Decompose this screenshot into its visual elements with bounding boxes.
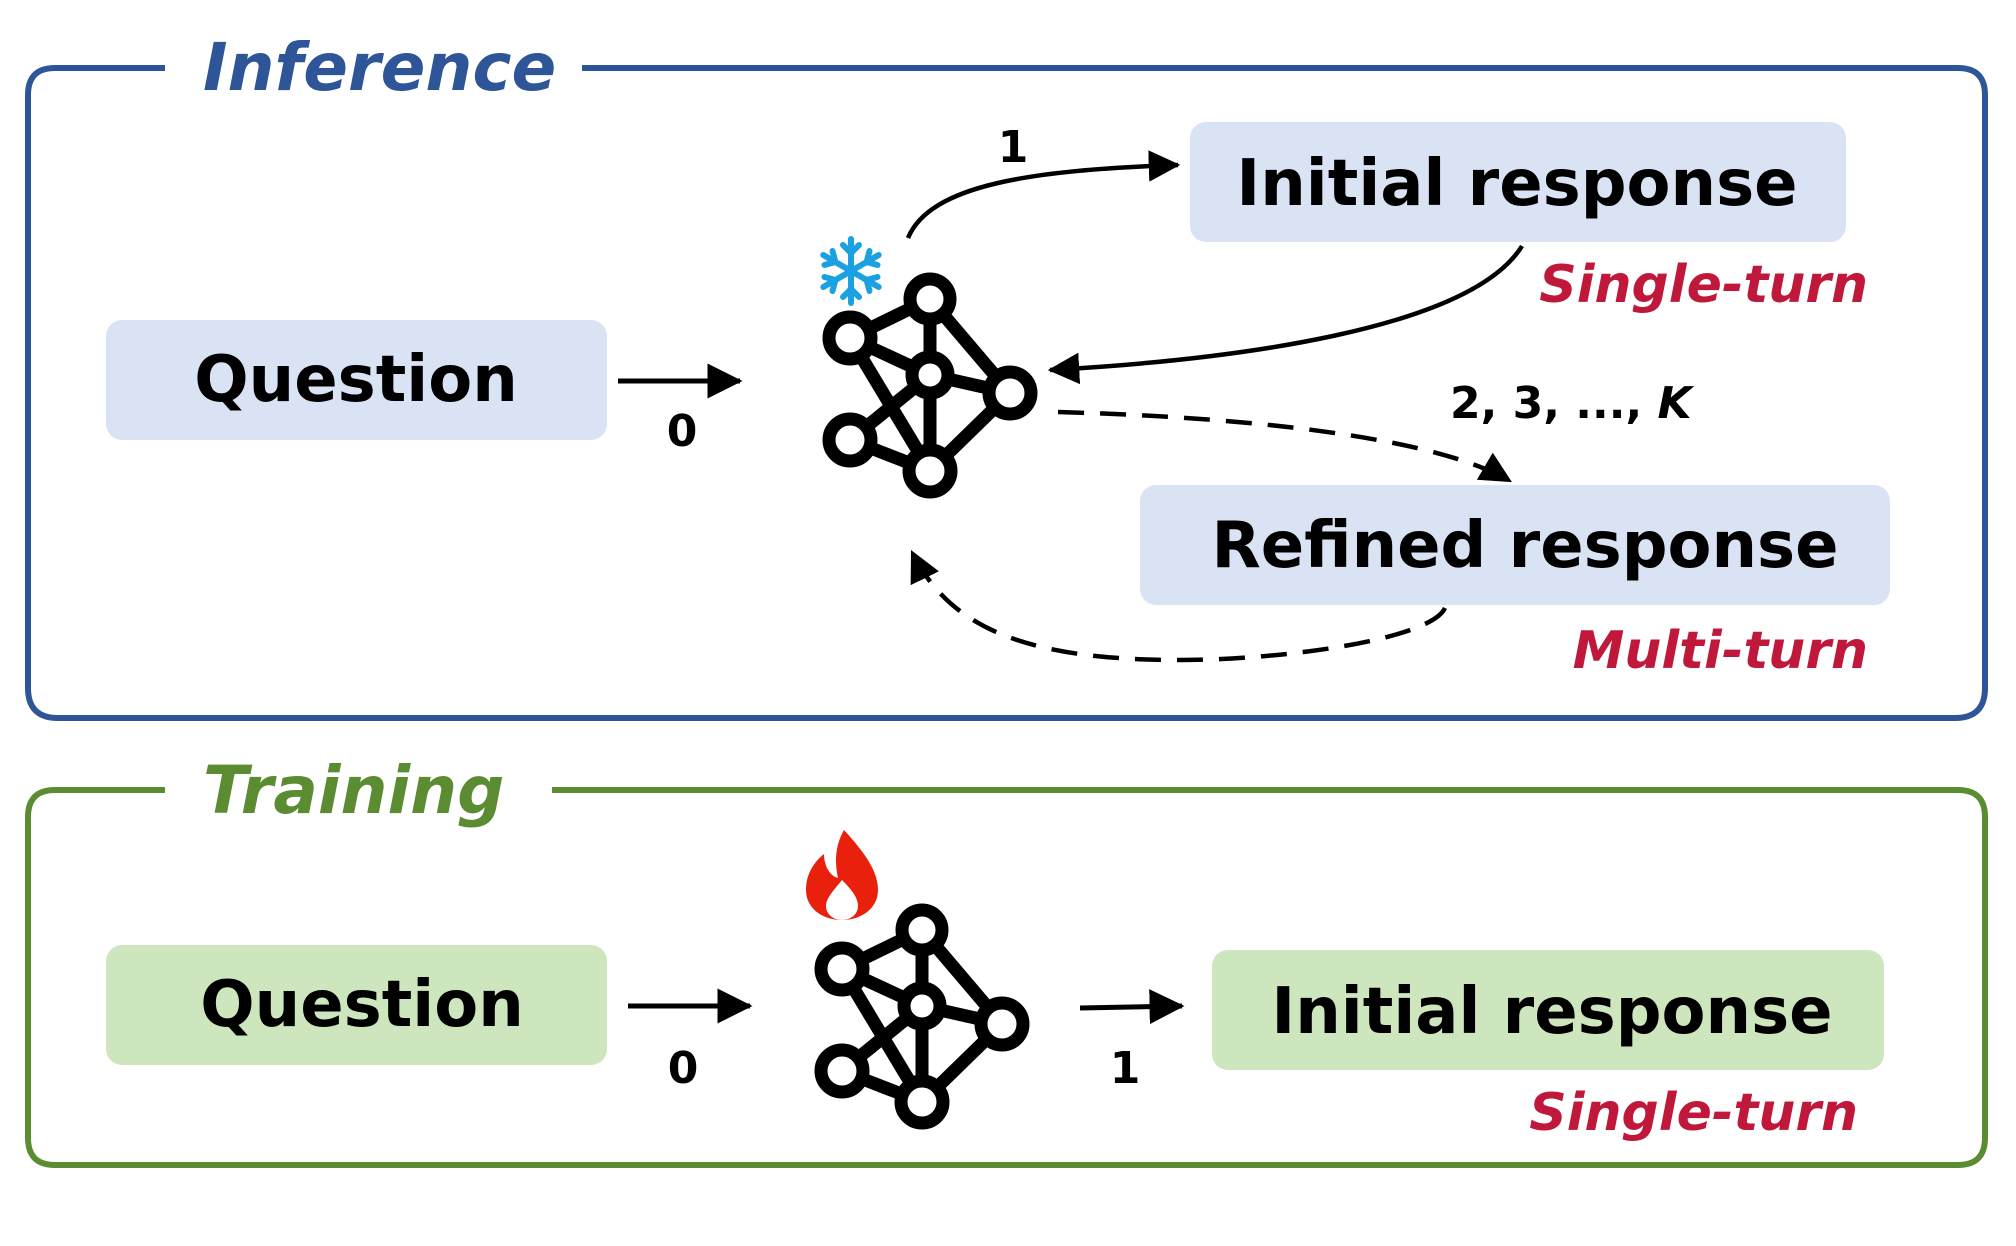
inference-initial-response-box: Initial response: [1190, 122, 1846, 242]
inference-step-0-label: 0: [667, 406, 698, 457]
training-step-1-label: 1: [1110, 1043, 1141, 1094]
fire-icon: [806, 830, 878, 920]
inference-initial-response-label: Initial response: [1236, 147, 1797, 221]
inference-feedback-arrow: [1047, 244, 1524, 385]
training-title: Training: [203, 752, 504, 829]
training-initial-response-label: Initial response: [1271, 975, 1832, 1049]
training-model-network-icon: [821, 910, 1023, 1123]
inference-step-1-label: 1: [998, 122, 1029, 173]
training-initial-response-box: Initial response: [1212, 950, 1884, 1070]
training-panel-border: [25, 787, 1988, 1168]
inference-title: Inference: [203, 29, 556, 106]
inference-model-network-icon: [829, 279, 1031, 492]
training-panel: Training Question 0 1 Initial response S…: [25, 752, 1988, 1168]
training-question-label: Question: [200, 968, 524, 1042]
training-step-0-label: 0: [668, 1043, 699, 1094]
inference-refine-arrow: [1057, 409, 1512, 483]
inference-step-refine-prefix: 2, 3, ...,: [1450, 378, 1657, 429]
snowflake-icon: [820, 236, 882, 306]
inference-question-box: Question: [106, 320, 607, 440]
inference-step-refine-label: 2, 3, ..., K: [1450, 378, 1694, 429]
inference-refined-response-box: Refined response: [1140, 485, 1890, 605]
inference-question-label: Question: [194, 343, 518, 417]
training-initial-arrow: [1079, 989, 1185, 1025]
training-single-turn-label: Single-turn: [1529, 1083, 1858, 1143]
inference-multi-turn-feedback-arrow: [909, 549, 1448, 663]
inference-refined-response-label: Refined response: [1211, 509, 1838, 583]
inference-single-turn-label: Single-turn: [1539, 255, 1868, 315]
inference-panel: Inference Question 0 1: [25, 29, 1988, 721]
inference-panel-border: [25, 65, 1988, 721]
inference-step-refine-k: K: [1657, 378, 1694, 429]
inference-initial-arrow: [905, 150, 1181, 239]
inference-multi-turn-label: Multi-turn: [1573, 621, 1868, 681]
training-question-box: Question: [106, 945, 607, 1065]
